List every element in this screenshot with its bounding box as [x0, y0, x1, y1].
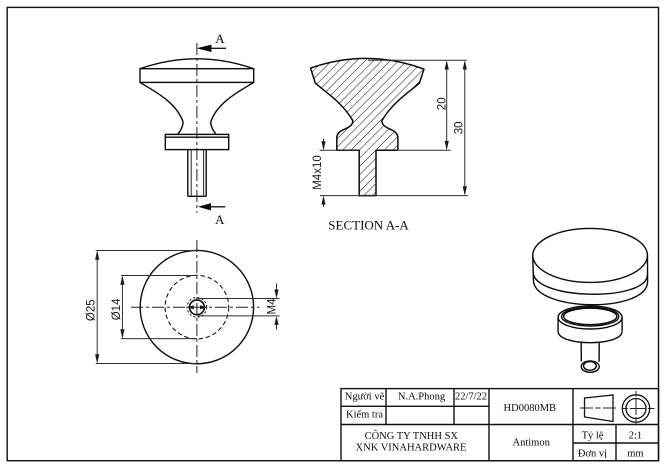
svg-text:Antimon: Antimon	[513, 438, 551, 449]
svg-text:Đơn vị: Đơn vị	[578, 449, 607, 460]
svg-text:Ø14: Ø14	[111, 298, 123, 320]
svg-text:20: 20	[436, 97, 448, 110]
svg-text:A: A	[215, 31, 225, 46]
svg-text:N.A.Phong: N.A.Phong	[398, 392, 446, 403]
svg-text:Ø25: Ø25	[85, 299, 97, 321]
svg-text:30: 30	[453, 121, 465, 134]
svg-text:Kiểm tra: Kiểm tra	[346, 410, 383, 421]
svg-text:XNK VINAHARDWARE: XNK VINAHARDWARE	[356, 443, 467, 454]
svg-text:M4x10: M4x10	[312, 155, 324, 190]
svg-text:SECTION A-A: SECTION A-A	[328, 217, 409, 232]
svg-text:22/7/22: 22/7/22	[455, 392, 487, 403]
svg-text:HD0080MB: HD0080MB	[504, 403, 557, 414]
svg-text:Tỷ lệ: Tỷ lệ	[582, 431, 604, 442]
svg-text:2:1: 2:1	[629, 431, 642, 442]
svg-text:mm: mm	[627, 449, 643, 460]
svg-text:A: A	[215, 212, 225, 227]
svg-text:CÔNG TY TNHH SX: CÔNG TY TNHH SX	[365, 430, 459, 442]
svg-text:M4: M4	[266, 298, 278, 315]
svg-text:Người vẽ: Người vẽ	[345, 392, 385, 403]
